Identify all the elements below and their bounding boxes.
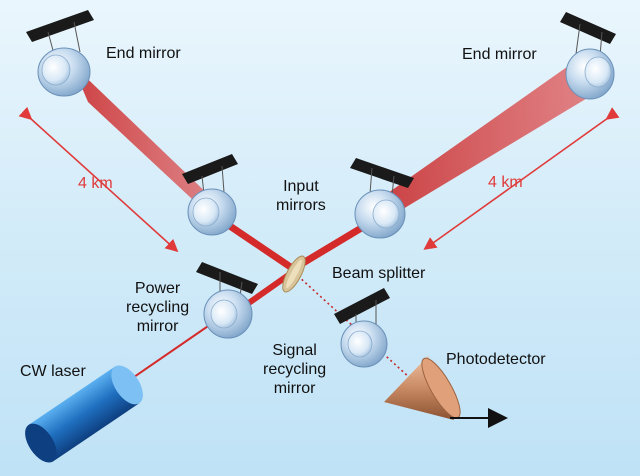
cw-laser-label: CW laser	[20, 363, 86, 380]
distance-left-label: 4 km	[78, 175, 113, 192]
input-mirror-left	[182, 154, 238, 236]
beam-splitter-label: Beam splitter	[332, 265, 426, 282]
left-distance-arrow	[18, 106, 179, 253]
beam-splitter-body	[282, 255, 306, 293]
end-mirror-right-label: End mirror	[462, 46, 537, 63]
distance-markers	[18, 106, 620, 253]
input-mirror-right	[350, 158, 414, 239]
photodetector-label: Photodetector	[446, 351, 546, 368]
right-arm-beam	[378, 62, 594, 218]
photodetector-body	[384, 356, 508, 428]
end-mirror-left	[26, 10, 94, 97]
end-mirror-right	[560, 12, 616, 100]
distance-right-label: 4 km	[488, 174, 523, 191]
power-recycling-mirror-label: Power recycling mirror	[126, 280, 190, 335]
input-mirrors-label: Input mirrors	[276, 178, 326, 214]
power-recycling-mirror-body	[196, 262, 258, 339]
end-mirror-left-label: End mirror	[106, 45, 181, 62]
cw-laser-body	[25, 365, 143, 463]
right-distance-arrow	[423, 107, 620, 250]
signal-recycling-mirror-label: Signal recycling mirror	[263, 342, 327, 397]
laser-beams	[72, 62, 594, 389]
signal-recycling-mirror-body	[334, 288, 390, 368]
